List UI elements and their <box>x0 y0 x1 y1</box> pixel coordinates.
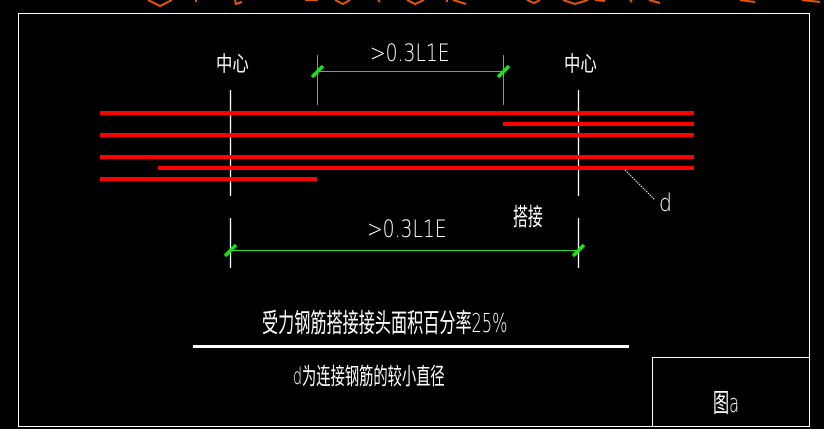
figure-label: 图a <box>713 389 740 419</box>
drawing-frame <box>18 13 810 427</box>
center-label-left: 中心 <box>216 52 249 76</box>
top-orange-fragments <box>147 0 821 8</box>
caption-main: 受力钢筋搭接接头面积百分率25% <box>262 309 508 339</box>
diameter-leader <box>624 169 656 201</box>
caption-underline <box>193 345 629 348</box>
dimension-label-top: >0.3L1E <box>370 39 450 67</box>
splice-label: 搭接 <box>513 203 543 231</box>
top-dimension <box>310 55 511 105</box>
dimension-label-bottom: >0.3L1E <box>367 215 447 243</box>
rebars <box>100 111 694 181</box>
title-block-box <box>652 357 810 427</box>
bottom-dimension <box>223 243 586 258</box>
center-label-right: 中心 <box>564 52 597 76</box>
caption-note: d为连接钢筋的较小直径 <box>293 364 445 390</box>
diameter-label: d <box>659 189 672 217</box>
